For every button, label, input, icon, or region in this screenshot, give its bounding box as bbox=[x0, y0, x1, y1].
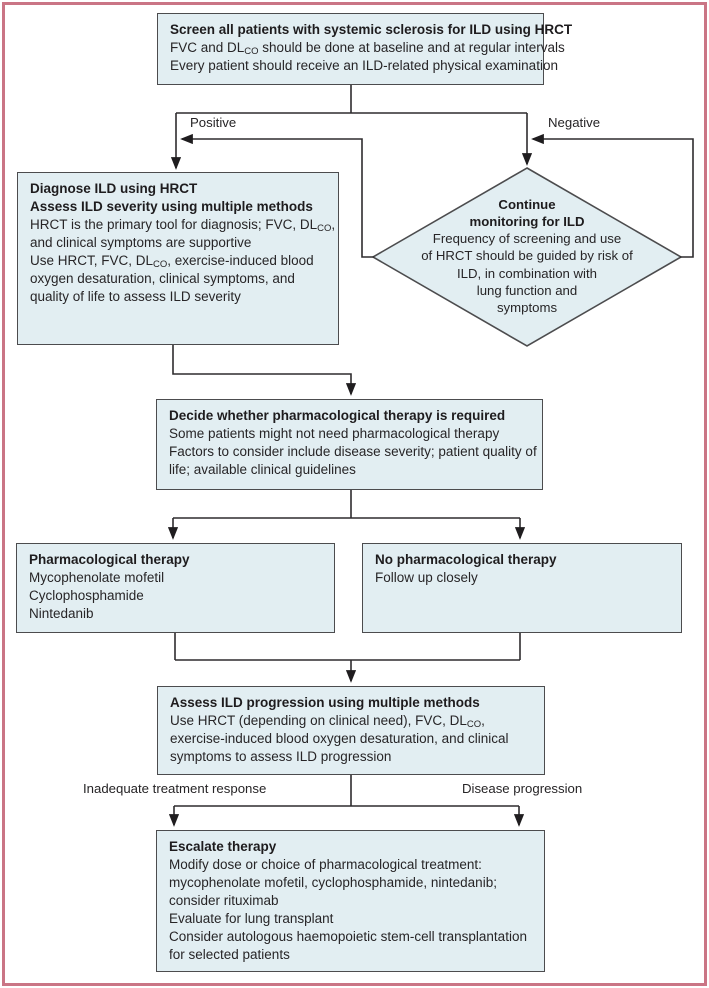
decide-box: Decide whether pharmacological therapy i… bbox=[156, 399, 543, 490]
text-line: Follow up closely bbox=[375, 570, 478, 585]
text-line: Nintedanib bbox=[29, 606, 94, 621]
connector-negative-loop bbox=[531, 133, 694, 258]
text-line: HRCT is the primary tool for diagnosis; … bbox=[30, 217, 336, 234]
connector-positive-loop bbox=[180, 133, 374, 258]
text-line: quality of life to assess ILD severity bbox=[30, 289, 241, 304]
text-line: ILD, in combination with bbox=[456, 265, 597, 281]
text-line: No pharmacological therapy bbox=[375, 552, 557, 567]
text-line: Diagnose ILD using HRCT bbox=[30, 181, 198, 196]
text-line: of HRCT should be guided by risk of bbox=[421, 248, 633, 264]
text-line: Factors to consider include disease seve… bbox=[169, 444, 537, 459]
inadequate-label: Inadequate treatment response bbox=[83, 781, 267, 796]
text-line: Modify dose or choice of pharmacological… bbox=[169, 857, 482, 872]
text-line: Use HRCT (depending on clinical need), F… bbox=[170, 713, 485, 730]
text-line: Consider autologous haemopoietic stem-ce… bbox=[169, 929, 527, 944]
text-line: Mycophenolate mofetil bbox=[29, 570, 165, 585]
text-line: monitoring for ILD bbox=[469, 213, 585, 229]
monitor-diamond-shape bbox=[371, 167, 683, 347]
text-line: Assess ILD progression using multiple me… bbox=[170, 695, 480, 710]
diagnose-box: Diagnose ILD using HRCT Assess ILD severi… bbox=[17, 172, 339, 345]
text-line: Evaluate for lung transplant bbox=[169, 911, 334, 926]
text-line: Frequency of screening and use bbox=[432, 231, 622, 247]
text-line: lung function and bbox=[476, 282, 578, 298]
text-line: Pharmacological therapy bbox=[29, 552, 190, 567]
text-line: Cyclophosphamide bbox=[29, 588, 144, 603]
negative-label: Negative bbox=[548, 115, 601, 130]
text-line: consider rituximab bbox=[169, 893, 279, 908]
text-line: Some patients might not need pharmacolog… bbox=[169, 426, 500, 441]
text-line: Decide whether pharmacological therapy i… bbox=[169, 408, 506, 423]
text-line: and clinical symptoms are supportive bbox=[30, 235, 252, 250]
text-line: Assess ILD severity using multiple metho… bbox=[30, 199, 313, 214]
progression-label: Disease progression bbox=[462, 781, 583, 796]
screen-box: Screen all patients with systemic sclero… bbox=[157, 13, 573, 85]
text-line: for selected patients bbox=[169, 947, 290, 962]
text-line: mycophenolate mofetil, cyclophosphamide,… bbox=[169, 875, 497, 890]
text-line: FVC and DLCO should be done at baseline … bbox=[170, 40, 565, 57]
text-line: Continue bbox=[498, 196, 556, 212]
text-line: symptoms to assess ILD progression bbox=[170, 749, 392, 764]
text-line: symptoms bbox=[496, 300, 558, 315]
text-line: Escalate therapy bbox=[169, 839, 277, 854]
connector-diagnose-to-decide bbox=[172, 345, 357, 396]
text-line: Every patient should receive an ILD-rela… bbox=[170, 58, 558, 73]
text-line: Use HRCT, FVC, DLCO, exercise-induced bl… bbox=[30, 253, 314, 270]
positive-label: Positive bbox=[190, 115, 237, 130]
assess-box: Assess ILD progression using multiple me… bbox=[157, 686, 545, 775]
text-line: exercise-induced blood oxygen desaturati… bbox=[170, 731, 509, 746]
text-line: oxygen desaturation, clinical symptoms, … bbox=[30, 271, 295, 286]
text-line: Screen all patients with systemic sclero… bbox=[170, 22, 573, 37]
text-line: life; available clinical guidelines bbox=[169, 462, 356, 477]
